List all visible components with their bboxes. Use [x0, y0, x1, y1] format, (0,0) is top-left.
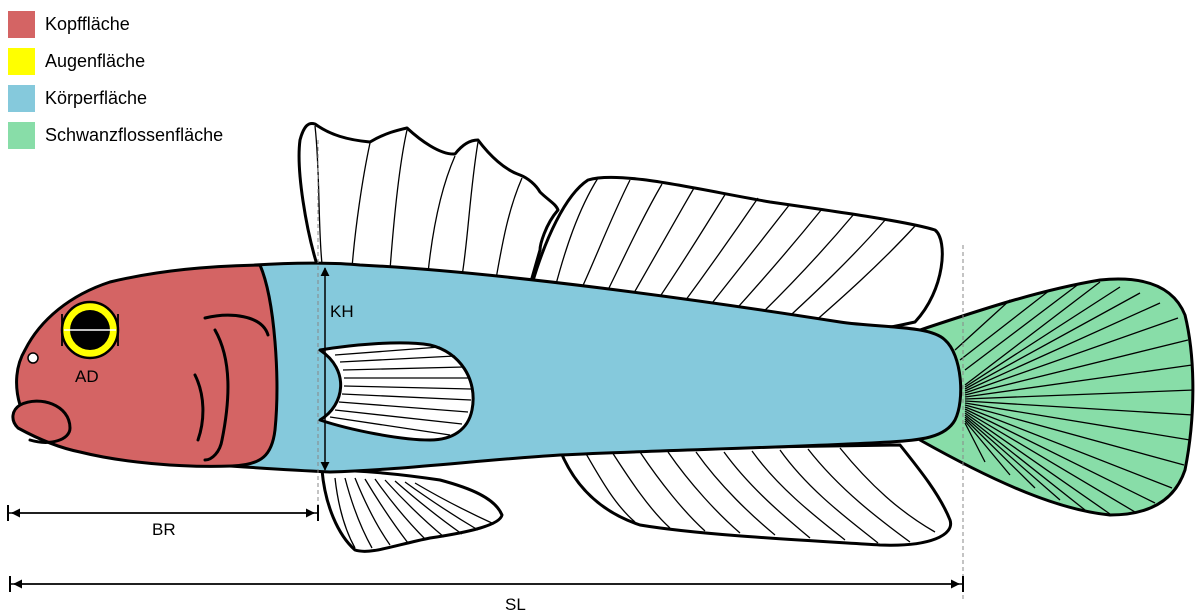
pectoral-fin — [320, 343, 473, 440]
fish-head — [13, 265, 277, 466]
kh-label: KH — [330, 302, 354, 321]
nostril — [28, 353, 38, 363]
ad-label: AD — [75, 367, 99, 386]
sl-label: SL — [505, 595, 526, 614]
pelvic-fin — [322, 470, 502, 551]
eye — [62, 302, 118, 358]
anal-fin — [560, 445, 951, 545]
br-label: BR — [152, 520, 176, 539]
first-dorsal-fin — [299, 123, 558, 285]
